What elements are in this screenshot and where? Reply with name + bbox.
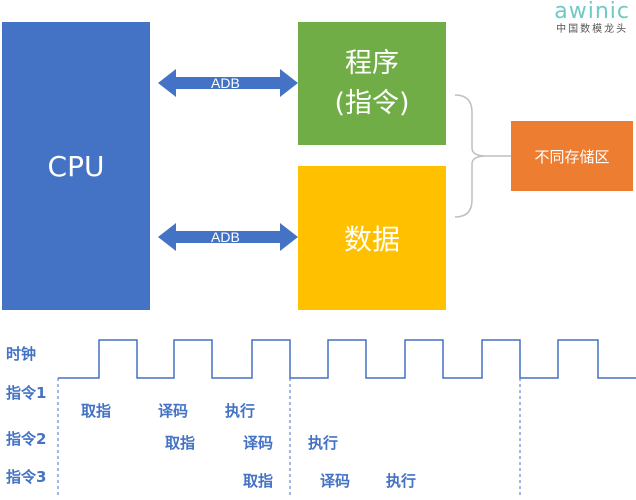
clock-label: 时钟 <box>6 345 37 363</box>
data-memory-block: 数据 <box>298 166 446 310</box>
logo-word: awinic <box>554 0 630 24</box>
storage-note-block: 不同存储区 <box>511 121 633 191</box>
instr3-execute: 执行 <box>386 472 417 490</box>
awinic-logo: awinic 中国数模龙头 <box>554 0 630 36</box>
instr2-execute: 执行 <box>308 434 339 452</box>
clock-waveform <box>58 339 636 379</box>
cpu-block: CPU <box>2 22 150 310</box>
cpu-label: CPU <box>47 149 105 183</box>
instr3-decode: 译码 <box>320 472 351 490</box>
program-sub-label: (指令) <box>334 87 410 119</box>
instr1-fetch: 取指 <box>81 402 112 420</box>
grouping-brace <box>454 94 487 218</box>
logo-tagline: 中国数模龙头 <box>556 24 629 35</box>
instruction-2-label: 指令2 <box>6 430 47 448</box>
instr1-decode: 译码 <box>158 402 189 420</box>
instr3-fetch: 取指 <box>243 472 274 490</box>
instruction-1-label: 指令1 <box>6 384 47 402</box>
bus-arrow-bottom <box>158 223 298 251</box>
program-memory-block: 程序 (指令) <box>298 22 446 145</box>
instruction-3-label: 指令3 <box>6 468 47 486</box>
instr2-fetch: 取指 <box>165 434 196 452</box>
program-label: 程序 <box>345 47 399 79</box>
bus-label-bottom: ADB <box>211 229 240 245</box>
instr1-execute: 执行 <box>225 402 256 420</box>
instr2-decode: 译码 <box>243 434 274 452</box>
bus-label-top: ADB <box>211 75 240 91</box>
bus-arrow-top <box>158 69 298 97</box>
data-label: 数据 <box>343 223 400 256</box>
storage-label: 不同存储区 <box>534 147 610 166</box>
